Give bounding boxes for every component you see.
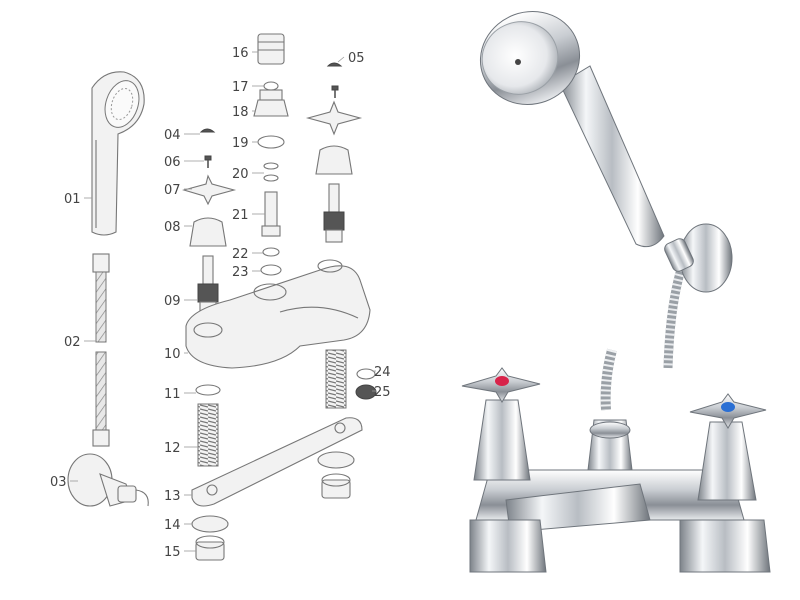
label-part-01: 01 <box>64 192 81 207</box>
part-22-washer <box>262 247 280 257</box>
part-18-nut <box>253 89 289 117</box>
label-part-22: 22 <box>232 247 249 262</box>
part-10-mixer-body <box>185 259 371 369</box>
label-part-21: 21 <box>232 208 249 223</box>
label-part-11: 11 <box>164 387 181 402</box>
label-part-08: 08 <box>164 220 181 235</box>
part-24-washer <box>356 368 376 380</box>
label-part-18: 18 <box>232 105 249 120</box>
label-part-17: 17 <box>232 80 249 95</box>
part-12-threaded-tail-left <box>197 403 219 467</box>
part-02-hose <box>92 253 110 447</box>
part-04-indicator-cap-left <box>199 128 216 133</box>
part-17-washer <box>263 81 279 91</box>
exploded-diagram: 01 02 03 04 05 06 07 08 09 10 11 12 13 1… <box>50 33 391 561</box>
label-part-14: 14 <box>164 518 181 533</box>
label-part-24: 24 <box>374 365 391 380</box>
part-07-cross-handle-right <box>305 100 363 136</box>
label-part-06: 06 <box>164 155 181 170</box>
part-23-washer <box>260 264 282 276</box>
part-number-labels: 01 02 03 04 05 06 07 08 09 10 11 12 13 1… <box>50 46 391 560</box>
part-15-backnut-right <box>321 473 351 499</box>
part-14-washer-left <box>191 515 229 533</box>
cold-indicator-icon <box>721 402 735 412</box>
part-05-indicator-cap-right <box>326 62 343 67</box>
label-part-19: 19 <box>232 136 249 151</box>
label-part-10: 10 <box>164 347 181 362</box>
label-part-15: 15 <box>164 545 181 560</box>
part-08-shroud-right <box>315 145 353 175</box>
label-part-04: 04 <box>164 128 181 143</box>
part-25-nut <box>355 384 377 400</box>
label-part-05: 05 <box>348 51 365 66</box>
part-09-headwork-right <box>323 183 345 243</box>
part-08-shroud-left <box>189 217 227 247</box>
part-13-fixing-plate <box>191 417 363 507</box>
label-part-20: 20 <box>232 167 249 182</box>
label-part-23: 23 <box>232 265 249 280</box>
hot-indicator-icon <box>495 376 509 386</box>
label-part-12: 12 <box>164 441 181 456</box>
part-19-oring <box>257 135 285 149</box>
part-07-cross-handle-left <box>182 174 237 206</box>
part-15-backnut-left <box>195 535 225 561</box>
label-part-02: 02 <box>64 335 81 350</box>
part-16-spout-diverter <box>257 33 285 65</box>
part-03-wall-bracket <box>67 453 149 507</box>
label-part-16: 16 <box>232 46 249 61</box>
part-21-diverter-spindle <box>261 191 281 237</box>
part-14-washer-right <box>317 451 355 469</box>
shower-handset-photo <box>479 11 733 369</box>
part-12-threaded-tail-right <box>325 349 347 409</box>
label-part-09: 09 <box>164 294 181 309</box>
part-06-screw-right <box>331 85 339 98</box>
part-11-washer <box>195 384 221 396</box>
bath-shower-mixer-photo <box>461 348 771 573</box>
label-part-03: 03 <box>50 475 67 490</box>
part-01-hand-shower <box>91 71 145 236</box>
label-part-07: 07 <box>164 183 181 198</box>
label-part-13: 13 <box>164 489 181 504</box>
part-20-washers <box>263 162 279 182</box>
leader-lines <box>70 51 376 552</box>
label-part-25: 25 <box>374 385 391 400</box>
part-06-screw-left <box>204 155 212 168</box>
